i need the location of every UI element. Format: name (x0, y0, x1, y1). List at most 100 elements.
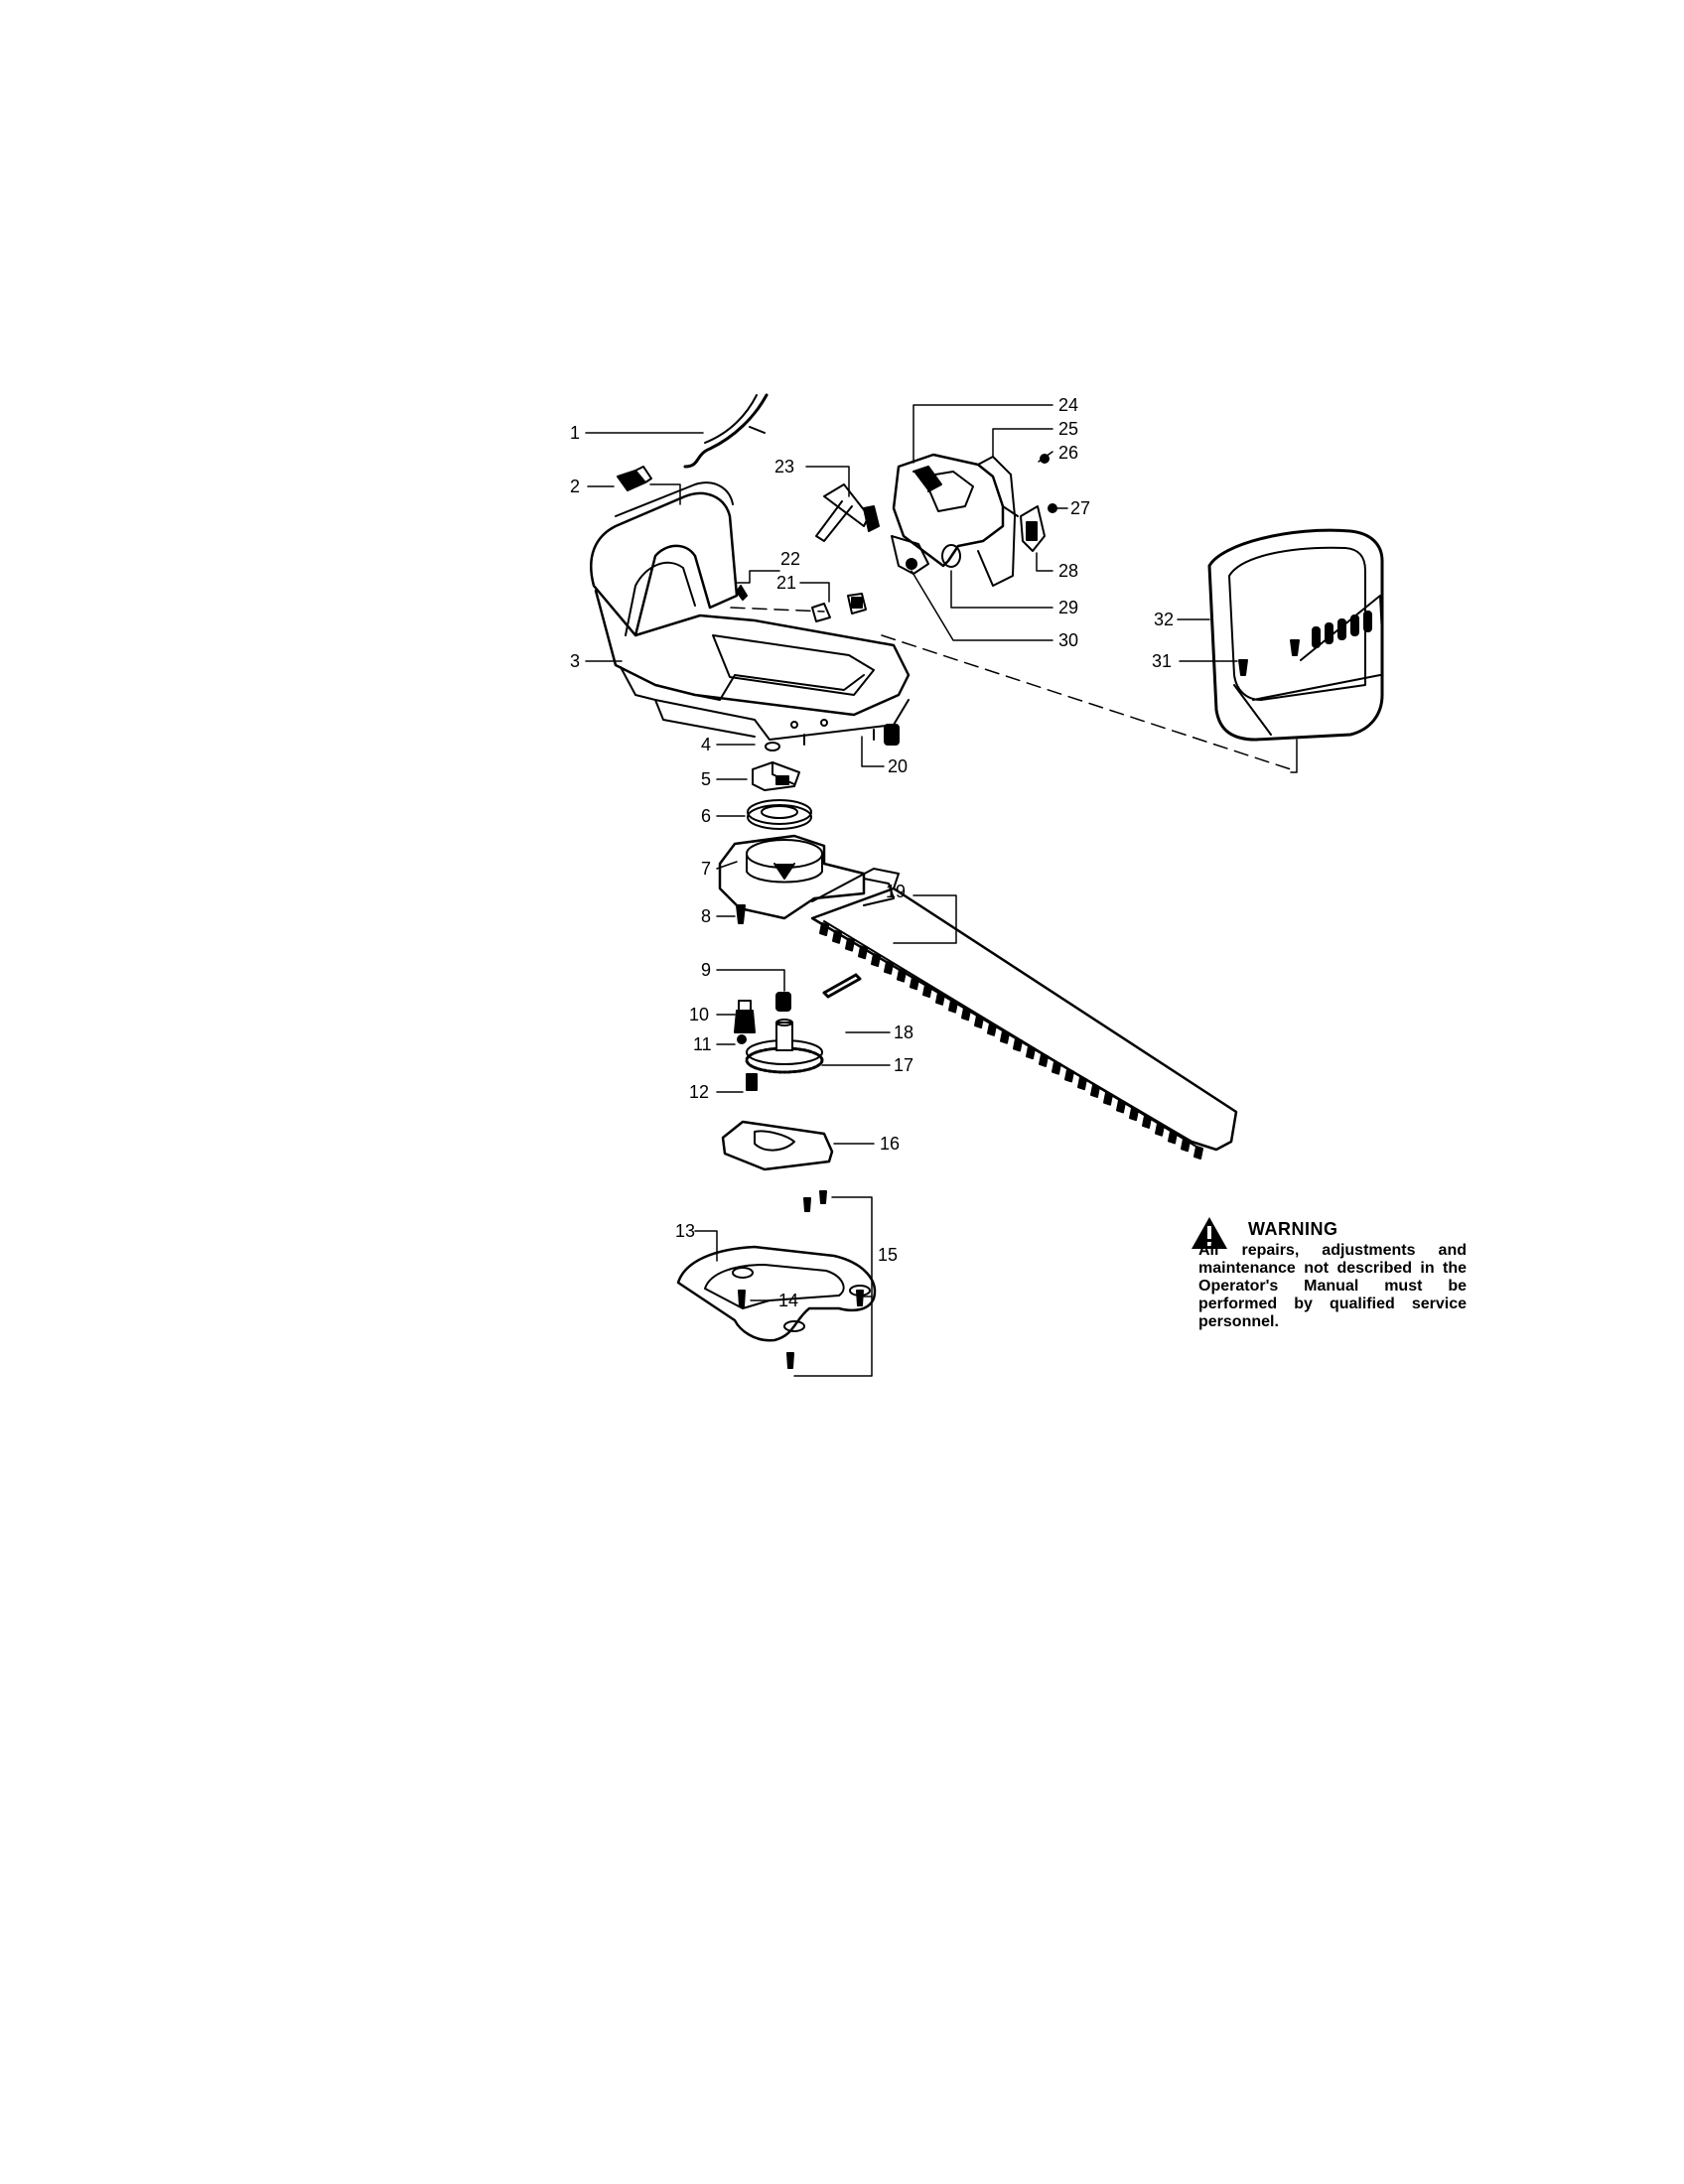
blade-tooth (845, 937, 855, 952)
callout-3: 3 (570, 651, 581, 671)
callout-32: 32 (1154, 610, 1175, 629)
callout-25: 25 (1058, 419, 1079, 439)
callout-30: 30 (1058, 630, 1079, 650)
callout-12: 12 (689, 1082, 710, 1102)
callout-16: 16 (880, 1134, 901, 1154)
callout-14: 14 (778, 1291, 799, 1310)
part-2-switch (617, 466, 652, 491)
callout-11: 11 (693, 1034, 712, 1054)
blade-tooth (1013, 1037, 1023, 1052)
part-31-screws (1238, 639, 1300, 676)
callout-5: 5 (701, 769, 712, 789)
part-8-screw (736, 904, 746, 924)
guard-vents (1312, 611, 1372, 648)
part-4-washer (765, 742, 780, 751)
blade-tooth (922, 984, 932, 999)
blade-tooth (1000, 1029, 1010, 1044)
part-5-connector (752, 761, 800, 791)
warning-note: WARNING All repairs, adjustments and mai… (1198, 1219, 1467, 1331)
warning-triangle-icon (1192, 1217, 1227, 1249)
part-18-spring (822, 973, 862, 999)
blade-tooth (974, 1015, 984, 1029)
leader-lines (585, 404, 1298, 1377)
callout-22: 22 (780, 549, 801, 569)
callout-7: 7 (701, 859, 712, 879)
blade-tooth (910, 976, 919, 991)
blade-tooth (1168, 1130, 1178, 1145)
callout-24: 24 (1058, 395, 1079, 415)
blade-tooth (1142, 1114, 1152, 1129)
callout-21: 21 (776, 573, 797, 593)
callout-17: 17 (894, 1055, 914, 1075)
callout-18: 18 (894, 1023, 914, 1042)
alignment-lines (730, 607, 1292, 770)
callout-27: 27 (1070, 498, 1091, 518)
blade-tooth (1026, 1045, 1036, 1060)
blade-tooth (1064, 1068, 1074, 1083)
callout-20: 20 (888, 756, 909, 776)
callout-1: 1 (570, 423, 581, 443)
blade-tooth (858, 945, 868, 960)
part-6-bearing-ring (747, 799, 812, 830)
part-15-screws (786, 1190, 864, 1369)
blade-tooth (832, 929, 842, 944)
blade-tooth (1103, 1091, 1113, 1106)
blade-tooth (1129, 1107, 1139, 1122)
part-9-bushing (775, 992, 791, 1012)
part-14-screw (738, 1290, 746, 1307)
part-22-screw (736, 585, 748, 601)
callout-15: 15 (878, 1245, 899, 1265)
blade-tooth (1116, 1099, 1126, 1114)
callout-28: 28 (1058, 561, 1079, 581)
part-10-crank-pin (734, 1000, 756, 1033)
part-19-blade (810, 868, 1238, 1152)
part-12-nut (746, 1073, 758, 1091)
warning-text: All repairs, adjustments and maintenance… (1198, 1242, 1467, 1330)
blade-tooth (948, 999, 958, 1014)
blade-tooth (987, 1022, 997, 1036)
part-17-gear (745, 1019, 824, 1074)
blade-tooth (1155, 1122, 1165, 1137)
part-29-spring (941, 544, 961, 568)
part-24-25-housing-halves (892, 453, 1019, 587)
warning-icon-spacer (1198, 1229, 1234, 1230)
blade-tooth (1090, 1083, 1100, 1098)
callout-8: 8 (701, 906, 712, 926)
callout-31: 31 (1152, 651, 1173, 671)
blade-tooth (1193, 1146, 1203, 1160)
blade-tooth (1039, 1052, 1049, 1067)
part-28-lock-button (1020, 505, 1046, 552)
blade-teeth (819, 922, 1203, 1160)
callout-29: 29 (1058, 598, 1079, 617)
callout-9: 9 (701, 960, 712, 980)
callout-2: 2 (570, 477, 581, 496)
blade-tooth (897, 968, 907, 983)
part-16-cover-plate (721, 1120, 834, 1171)
callout-26: 26 (1058, 443, 1079, 463)
callout-4: 4 (701, 735, 712, 754)
callout-19: 19 (886, 882, 907, 901)
part-23-trigger (815, 483, 880, 542)
blade-tooth (1077, 1076, 1087, 1091)
blade-tooth (819, 922, 829, 936)
part-3-handle-housing (589, 481, 911, 746)
warning-header: WARNING (1198, 1219, 1467, 1240)
blade-tooth (935, 991, 945, 1006)
callout-23: 23 (774, 457, 795, 477)
blade-tooth (884, 960, 894, 975)
part-20-fitting (884, 724, 900, 746)
blade-tooth (1052, 1060, 1061, 1075)
part-11-screw (737, 1034, 747, 1044)
blade-tooth (1181, 1138, 1191, 1153)
callout-13: 13 (675, 1221, 696, 1241)
callout-10: 10 (689, 1005, 710, 1024)
callout-6: 6 (701, 806, 712, 826)
blade-tooth (871, 953, 881, 968)
blade-tooth (961, 1007, 971, 1022)
warning-title: WARNING (1248, 1219, 1338, 1239)
part-30-lever (891, 535, 929, 575)
part-21-knob (811, 593, 867, 622)
part-13-base-plate (676, 1245, 877, 1342)
part-7-gear-housing (718, 834, 895, 920)
